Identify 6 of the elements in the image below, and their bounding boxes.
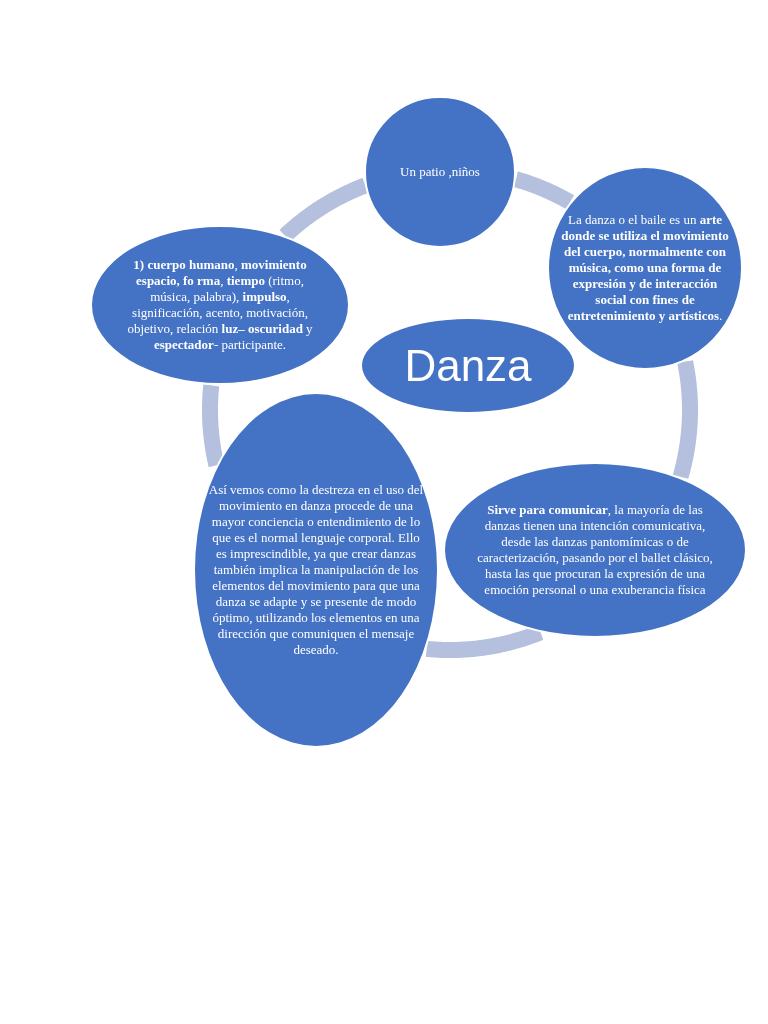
body-text: Un patio ,niños [399, 164, 481, 180]
body-text: La danza o el baile es un arte donde se utiliza el movimiento del cuerpo, normalmente con música, como una forma de expresión y de interacción social con fines de entretenimiento y artísticos. [560, 212, 730, 324]
body-text: Así vemos como la destreza en el uso del movimiento en danza procede de una mayor conciencia o entendimiento de lo que es el normal lenguaje corporal. Ello es imprescindible, ya que crear danzas también implica la manipulación de los elementos del movimiento para que una danza se adapte y se presente de modo óptimo, utilizando los elementos en una dirección que comuniquen el mensaje deseado. [207, 482, 425, 658]
body-text: Sirve para comunicar, la mayoría de las danzas tienen una intención comunicativa, desde las danzas pantomímicas o de caracterización, pasando por el ballet clásico, hasta las que procuran la expresión de una emoción personal o una exuberancia física [476, 502, 714, 598]
title-text: Danza [403, 340, 533, 391]
body-text: 1) cuerpo humano, movimiento espacio, fo rma, tiempo (ritmo, música, palabra), impulso, significación, acento, motivación, objetivo, relación luz– oscuridad y espectador- participante. [126, 257, 314, 353]
